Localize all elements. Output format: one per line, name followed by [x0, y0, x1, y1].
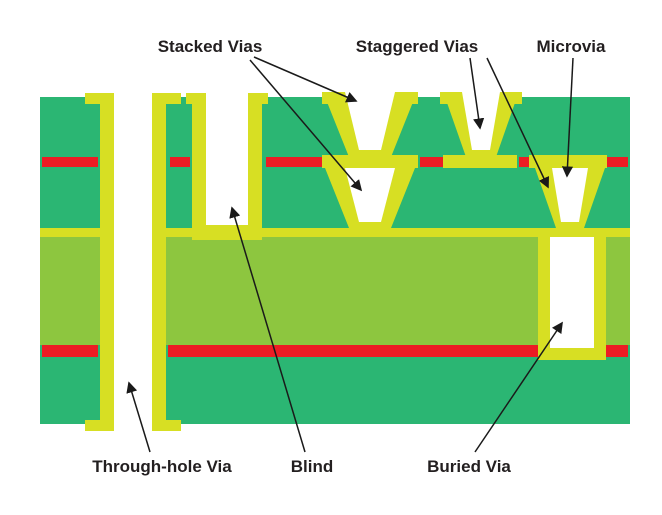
blind-via-hole [206, 93, 248, 225]
copper-trace-segment [420, 157, 444, 167]
arrow-staggered-vias-lower [486, 57, 549, 189]
copper-trace-segment [42, 345, 98, 357]
arrow-through-hole-via [126, 381, 151, 453]
arrow-microvia [561, 57, 574, 178]
staggered-via-bottom-pad [443, 155, 517, 168]
copper-trace-segment [607, 157, 628, 167]
prepreg-bond-line [40, 228, 630, 237]
stacked-via-mid-pad [322, 155, 418, 168]
microvia-hole [552, 168, 588, 222]
arrow-buried-via [474, 321, 563, 453]
through-hole-via-hole [114, 93, 152, 431]
copper-trace-segment [519, 157, 529, 167]
arrow-blind-via [229, 206, 306, 453]
arrow-stacked-vias-lower [249, 59, 363, 192]
stacked-via-upper-hole [345, 92, 395, 150]
arrow-stacked-vias-upper [253, 56, 358, 103]
label-through-hole-via: Through-hole Via [92, 457, 232, 476]
label-blind: Blind [291, 457, 334, 476]
copper-trace-segment [42, 157, 98, 167]
label-microvia: Microvia [537, 37, 607, 56]
copper-trace-segment [170, 157, 190, 167]
arrow-staggered-vias-upper [469, 57, 485, 130]
copper-trace-segment [168, 345, 538, 357]
copper-trace-segment [266, 157, 322, 167]
label-staggered-vias: Staggered Vias [356, 37, 479, 56]
label-stacked-vias: Stacked Vias [158, 37, 263, 56]
label-buried-via: Buried Via [427, 457, 511, 476]
copper-trace-segment [606, 345, 628, 357]
